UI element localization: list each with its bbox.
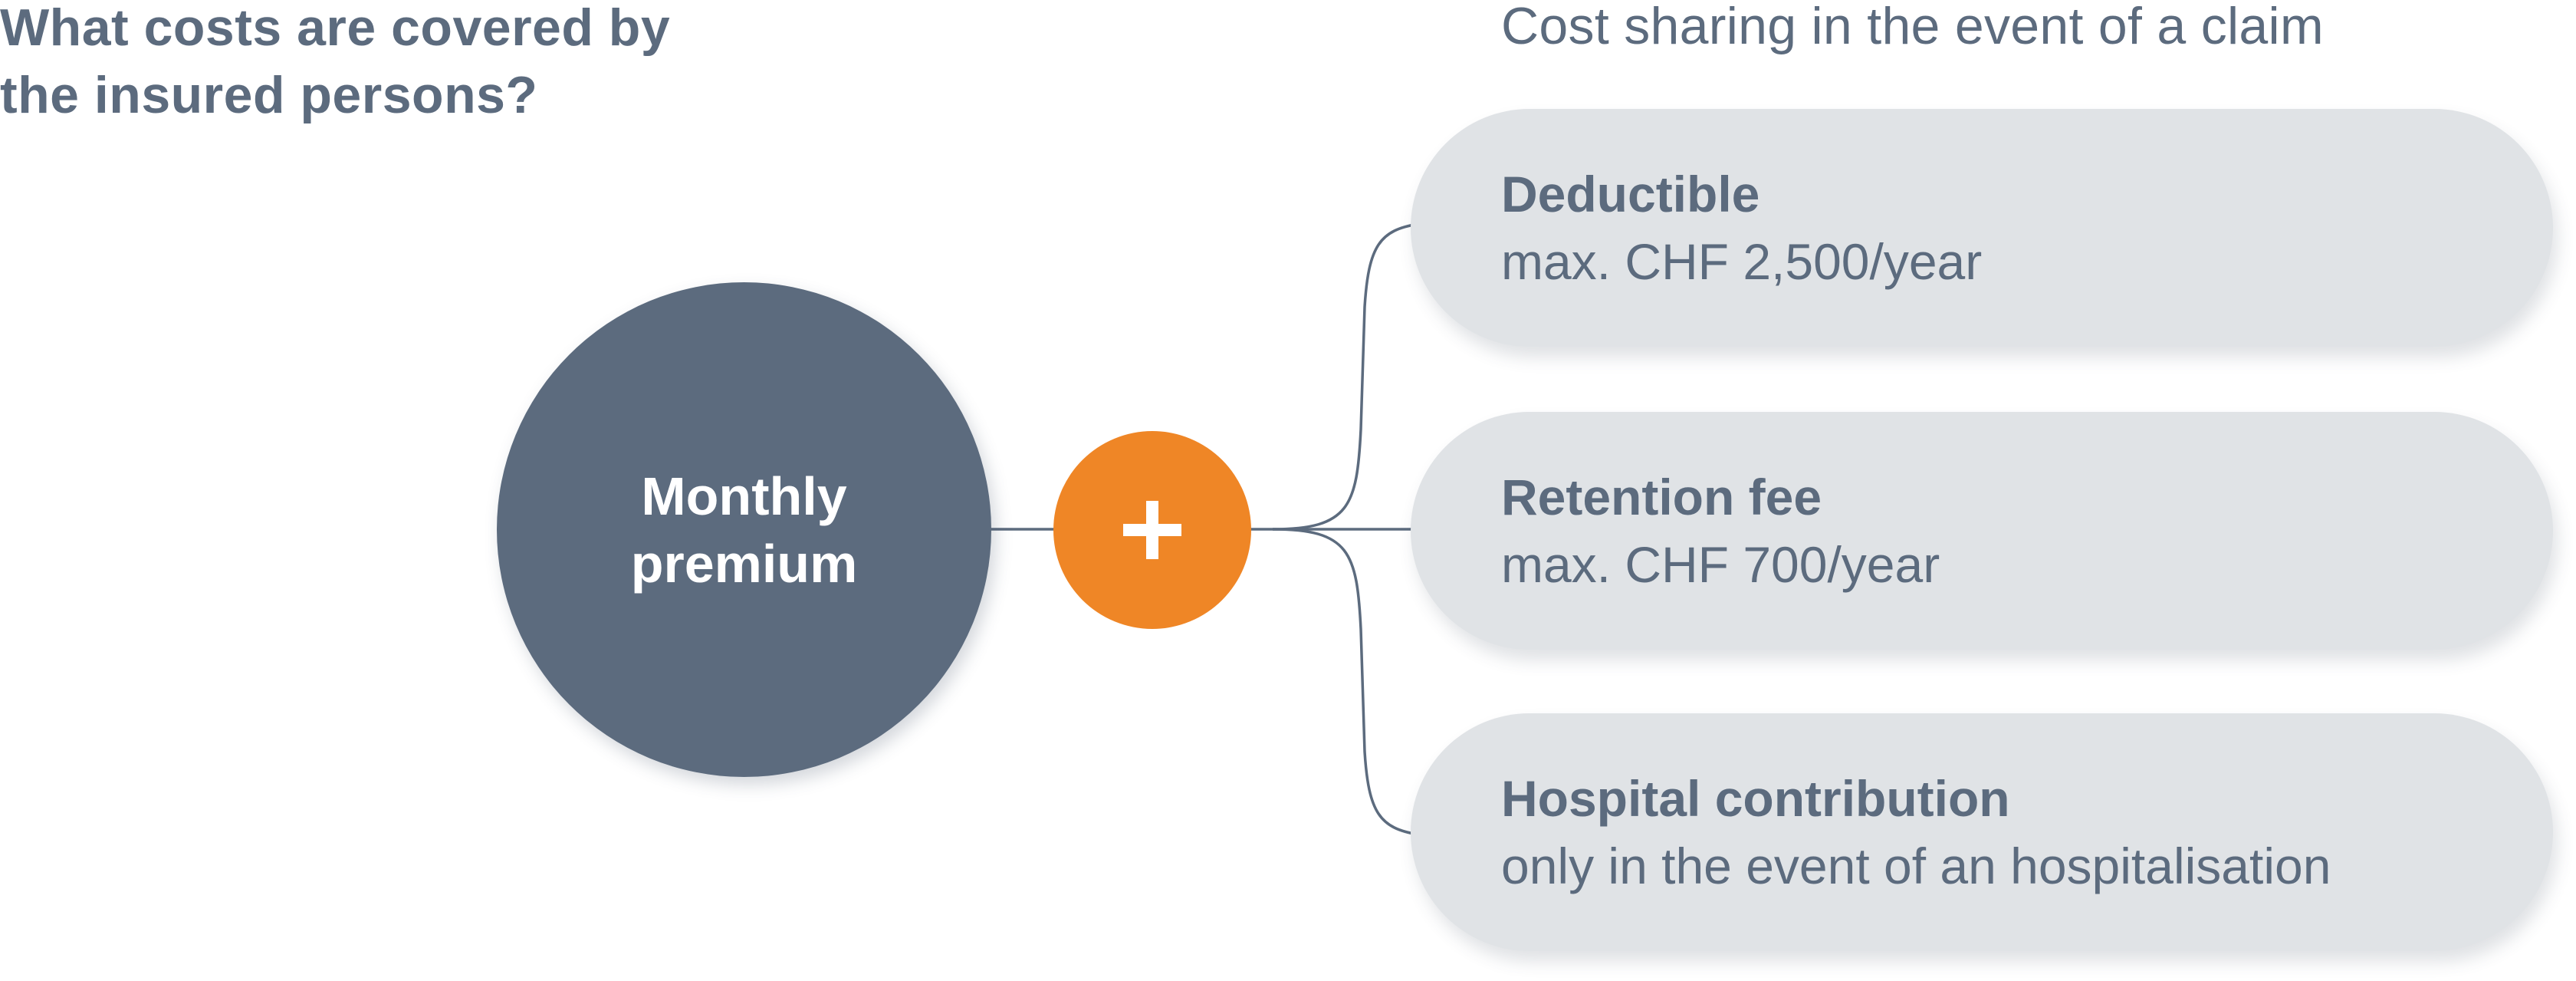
premium-label-line-1: Monthly — [641, 466, 847, 526]
cost-item-detail: max. CHF 2,500/year — [1501, 233, 1983, 290]
cost-item-retention-fee: Retention fee max. CHF 700/year — [1411, 412, 2553, 650]
cost-item-title: Hospital contribution — [1501, 770, 2010, 827]
cost-item-detail: only in the event of an hospitalisation — [1501, 838, 2331, 894]
cost-sharing-heading: Cost sharing in the event of a claim — [1501, 0, 2324, 55]
question-line-1: What costs are covered by — [0, 0, 671, 57]
branch-to-hospital — [1272, 528, 1419, 836]
question-heading: What costs are covered by the insured pe… — [0, 0, 670, 129]
cost-item-deductible: Deductible max. CHF 2,500/year — [1411, 109, 2553, 347]
plus-operator-node — [1053, 431, 1251, 629]
cost-item-hospital-contribution: Hospital contribution only in the event … — [1411, 713, 2553, 951]
branch-to-deductible — [1272, 222, 1419, 531]
plus-icon — [1123, 501, 1181, 559]
cost-item-title: Deductible — [1501, 166, 1760, 222]
monthly-premium-node: Monthly premium — [497, 282, 991, 777]
cost-item-title: Retention fee — [1501, 469, 1822, 525]
premium-label-line-2: premium — [630, 533, 858, 594]
cost-item-detail: max. CHF 700/year — [1501, 536, 1940, 593]
question-line-2: the insured persons? — [0, 66, 538, 124]
